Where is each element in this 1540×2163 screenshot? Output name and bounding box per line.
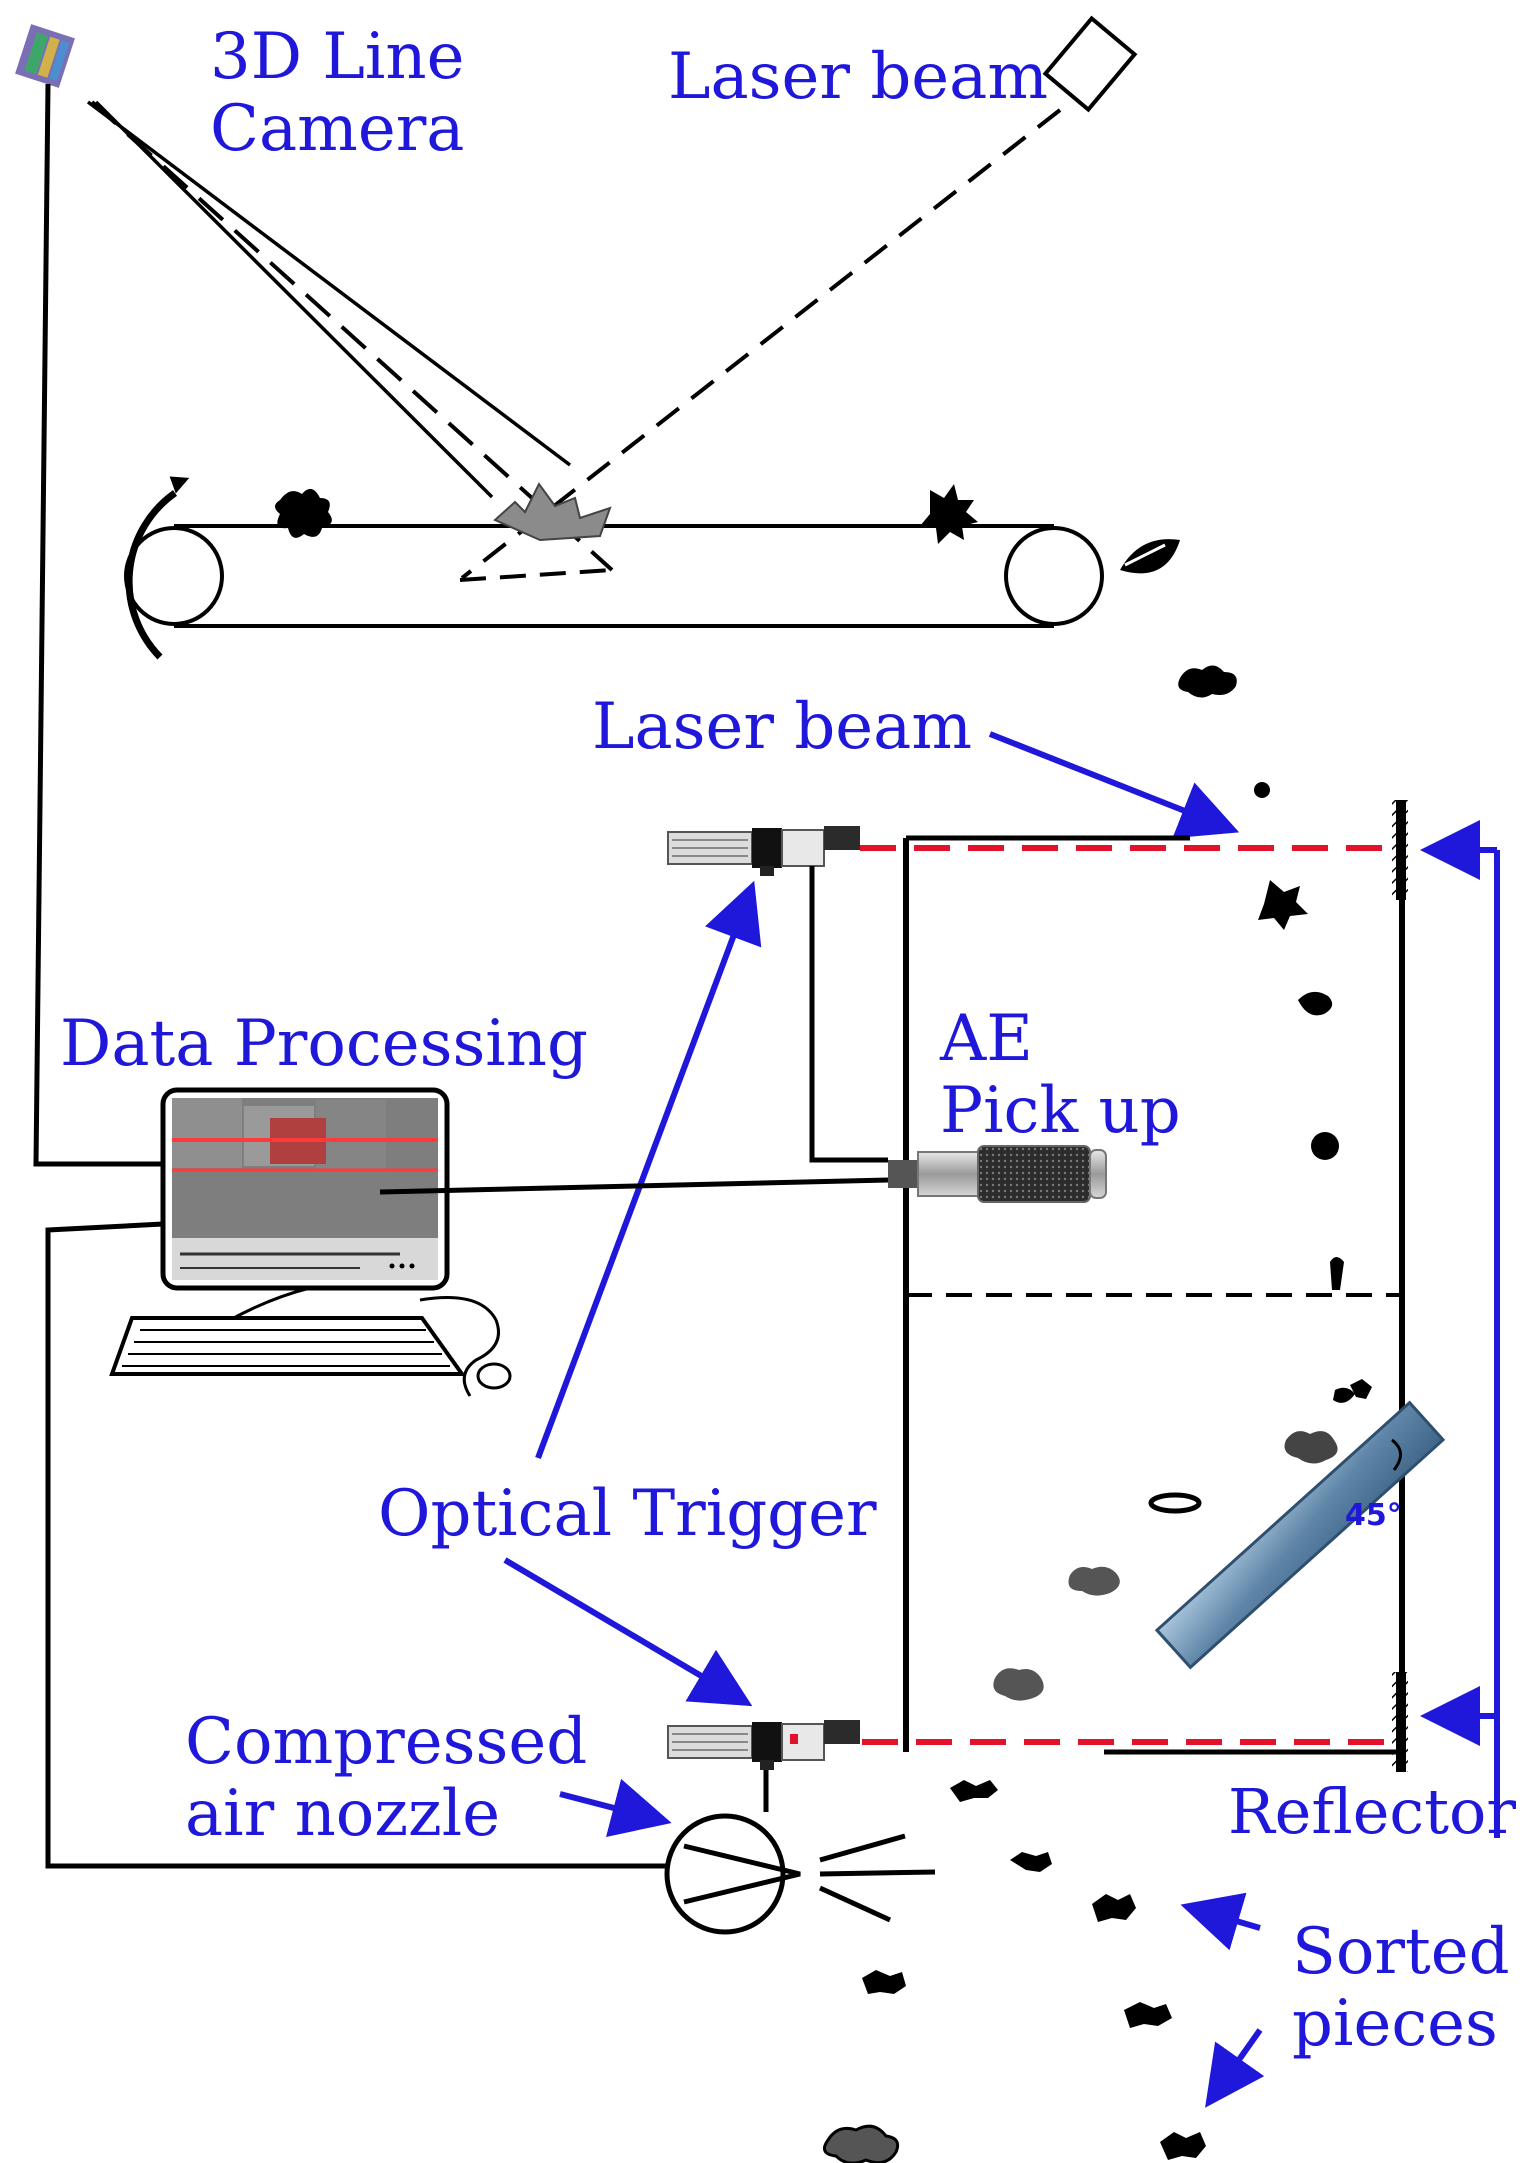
star-piece-icon bbox=[920, 484, 978, 544]
sorted-arrow-2 bbox=[1205, 2028, 1265, 2108]
angle-label: 45° bbox=[1345, 1498, 1402, 1533]
camera-label-line1: 3D Line bbox=[210, 20, 464, 94]
line-camera-icon bbox=[15, 24, 75, 88]
deflector-mirror bbox=[1154, 1400, 1446, 1670]
optical-trigger-top-icon bbox=[667, 826, 860, 876]
ae-pickup-microphone-icon bbox=[888, 1145, 1107, 1203]
nozzle-label-line2: air nozzle bbox=[185, 1777, 500, 1851]
reflector-top bbox=[1392, 800, 1408, 900]
laser-beam-mid-arrow bbox=[988, 731, 1240, 839]
sorting-chute bbox=[903, 835, 1405, 1772]
sorted-arrow-1 bbox=[1180, 1892, 1261, 1951]
computer-monitor-icon bbox=[160, 1087, 450, 1322]
rotation-arrow-icon bbox=[125, 490, 178, 660]
angle-arc bbox=[1391, 1438, 1402, 1471]
reflector-bottom bbox=[1392, 1672, 1408, 1772]
optical-trigger-arrow-down bbox=[503, 1557, 753, 1707]
sorted-pieces bbox=[822, 1780, 1206, 2163]
laser-beam-top bbox=[460, 108, 1062, 580]
laser-beam-label-top: Laser beam bbox=[668, 40, 1048, 114]
data-processing-label: Data Processing bbox=[60, 1007, 588, 1081]
conveyor-belt bbox=[124, 524, 1104, 628]
laser-beam-label-mid: Laser beam bbox=[592, 690, 972, 764]
optical-trigger-bottom-icon bbox=[667, 1720, 860, 1770]
sorted-pieces-label-line1: Sorted bbox=[1292, 1915, 1510, 1989]
wiring bbox=[33, 83, 889, 1869]
camera-view-cone bbox=[86, 100, 614, 572]
flower-piece-icon bbox=[275, 488, 332, 538]
reflector-bracket-arrow bbox=[1420, 820, 1500, 1838]
nozzle-label-line1: Compressed bbox=[185, 1705, 587, 1779]
optical-trigger-label: Optical Trigger bbox=[378, 1477, 877, 1551]
leaf-piece-icon bbox=[1120, 539, 1180, 574]
nozzle-arrow bbox=[559, 1778, 672, 1837]
camera-label-line2: Camera bbox=[210, 92, 464, 166]
ae-label-line1: AE bbox=[939, 1002, 1033, 1076]
sorted-pieces-label-line2: pieces bbox=[1292, 1987, 1498, 2061]
mouse-icon bbox=[419, 1296, 512, 1397]
ae-label-line2: Pick up bbox=[940, 1074, 1181, 1148]
laser-emitter-icon bbox=[1042, 15, 1138, 113]
falling-pieces bbox=[1178, 665, 1355, 1403]
reflector-label: Reflector bbox=[1228, 1775, 1516, 1848]
falling-pieces-lower bbox=[993, 1379, 1372, 1701]
optical-trigger-arrow-up bbox=[535, 880, 762, 1460]
keyboard-icon bbox=[109, 1316, 466, 1376]
compressed-air-nozzle-icon bbox=[664, 1813, 936, 1935]
scan-spot bbox=[493, 482, 612, 542]
